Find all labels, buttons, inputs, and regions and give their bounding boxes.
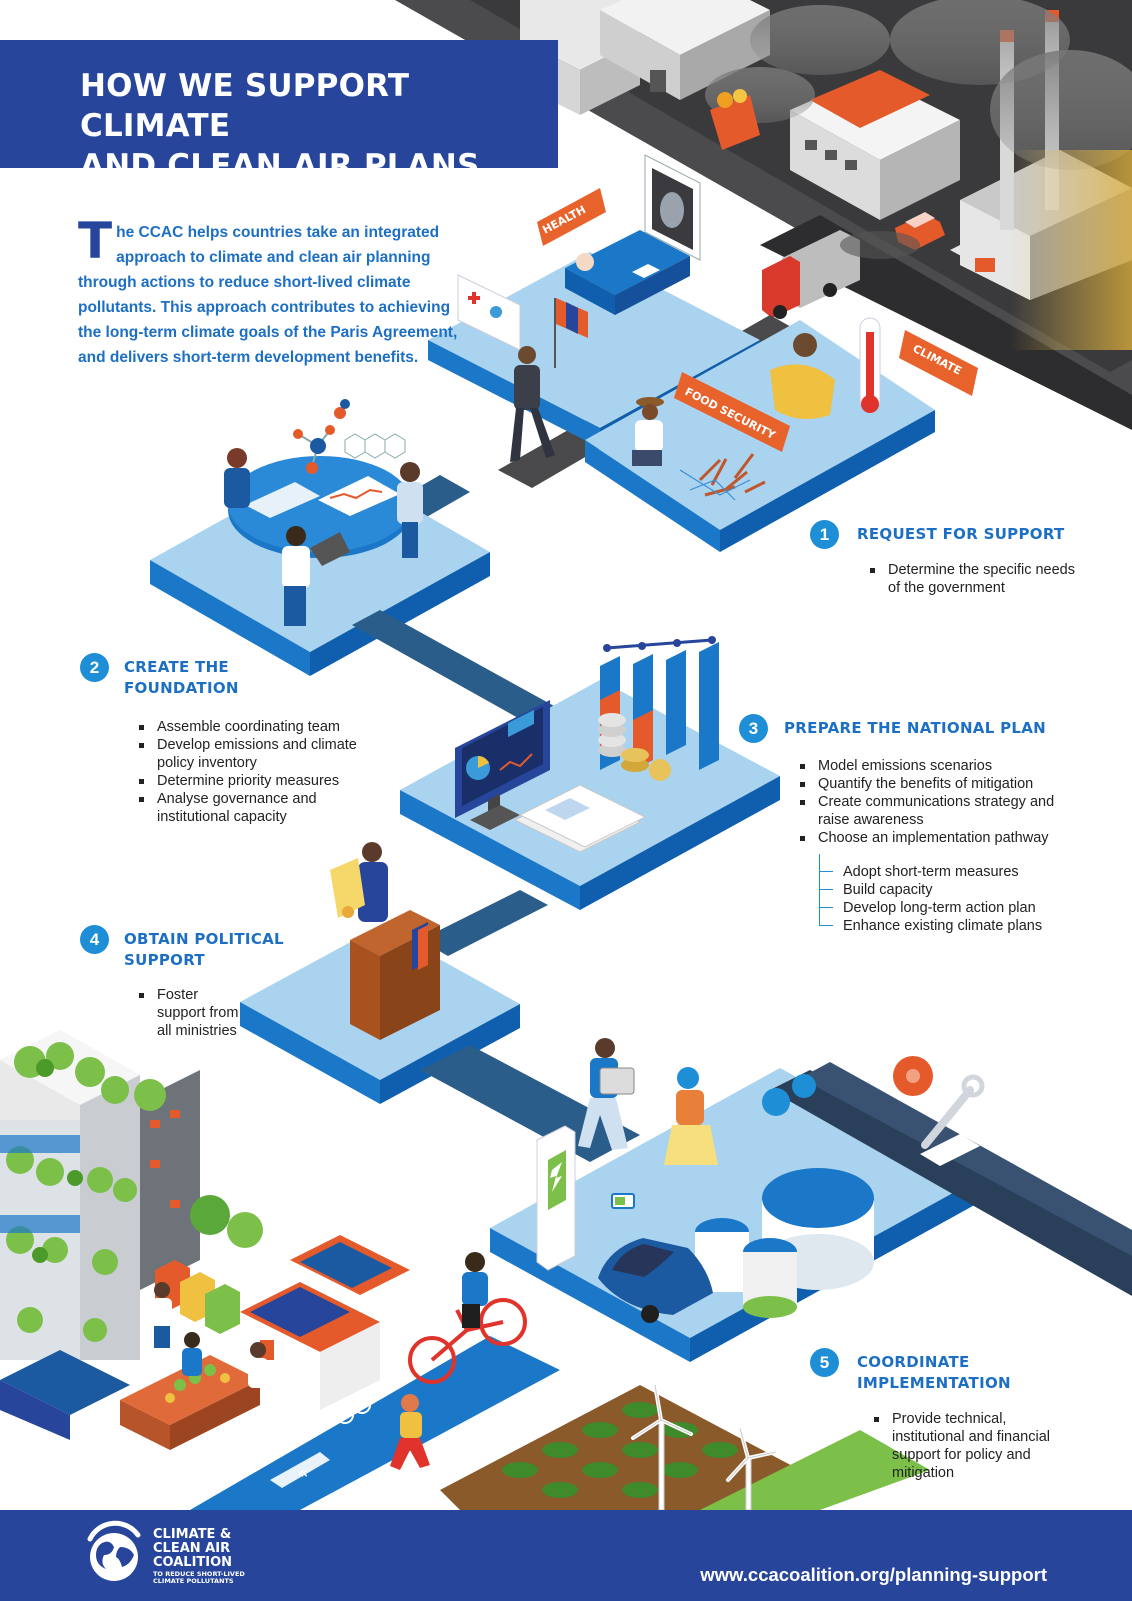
footer-bar [0, 1510, 1132, 1601]
logo-line1: CLIMATE & [153, 1527, 232, 1542]
step2-title: CREATE THE FOUNDATION [124, 657, 239, 699]
step3-sub-bullets: Adopt short-term measures Build capacity… [819, 854, 1042, 935]
step2-bullet: Analyse governance and institutional cap… [137, 790, 382, 826]
green-city [0, 1030, 263, 1360]
electric-car [598, 1238, 713, 1323]
step2-bullets: Assemble coordinating team Develop emiss… [137, 718, 382, 826]
red-truck [762, 230, 920, 319]
farmer-figure [632, 397, 664, 466]
minister-figure [510, 346, 555, 462]
step4-number-badge: 4 [80, 925, 109, 954]
step4-bullets: Foster support from all ministries [137, 986, 247, 1040]
step2-title-line1: CREATE THE [124, 658, 229, 676]
logo-tagline2: CLIMATE POLLUTANTS [153, 1577, 234, 1585]
step1-bullet: Determine the specific needs of the gove… [868, 561, 1078, 597]
ev-charger [536, 1125, 635, 1271]
step5-number-badge: 5 [810, 1348, 839, 1377]
step2-bullet: Develop emissions and climate policy inv… [137, 736, 382, 772]
reports-icon [513, 784, 647, 853]
step3-bullet: Quantify the benefits of mitigation [798, 775, 1073, 793]
bike-lane: « [190, 1336, 560, 1510]
wrench-icon [921, 1074, 985, 1149]
polluted-city [395, 0, 1132, 430]
step3-number-badge: 3 [739, 714, 768, 743]
logo-tagline1: TO REDUCE SHORT-LIVED [153, 1570, 245, 1578]
people-market [152, 1282, 268, 1388]
intro-text: he CCAC helps countries take an integrat… [78, 224, 458, 366]
step5-bullets: Provide technical, institutional and fin… [872, 1410, 1052, 1482]
runner-figure [390, 1394, 430, 1470]
hot-person-figure [770, 333, 835, 419]
burning-bin [710, 89, 760, 150]
health-sign [457, 274, 521, 351]
step5-title-line2: IMPLEMENTATION [857, 1374, 1011, 1392]
logo-line3: COALITION [153, 1555, 233, 1570]
bike-lane-arrows: « [298, 1463, 308, 1482]
step3-sub-bullet: Build capacity [819, 872, 1042, 899]
solar-house [240, 1235, 410, 1410]
podium-icon [350, 910, 440, 1040]
team-figures [224, 448, 423, 626]
monitor-icon [455, 700, 550, 830]
crop-field [440, 1385, 930, 1510]
globe-logo-icon [87, 1520, 141, 1581]
wind-turbine [631, 1383, 693, 1511]
step5-bullet: Provide technical, institutional and fin… [872, 1410, 1052, 1482]
step2-number-badge: 2 [80, 653, 109, 682]
step3-bullets: Model emissions scenarios Quantify the b… [798, 757, 1073, 847]
step4-title: OBTAIN POLITICAL SUPPORT [124, 929, 284, 971]
gear-icon [893, 1056, 933, 1096]
step3-bullet: Choose an implementation pathway [798, 829, 1073, 847]
step1-number-badge: 1 [810, 520, 839, 549]
xray-board [644, 154, 701, 261]
coins-icon [598, 713, 671, 781]
step3-title-line: PREPARE THE NATIONAL PLAN [784, 719, 1047, 737]
step2-bullet: Determine priority measures [137, 772, 382, 790]
step1-title-line: REQUEST FOR SUPPORT [857, 525, 1065, 543]
city-building [600, 0, 770, 100]
hospital-bed [565, 230, 690, 315]
step5-title-line1: COORDINATE [857, 1353, 970, 1371]
step2-bullet: Assemble coordinating team [137, 718, 382, 736]
step4-title-line2: SUPPORT [124, 951, 205, 969]
recycling-bins [155, 1260, 240, 1334]
page-title-line1: HOW WE SUPPORT CLIMATE [80, 68, 410, 144]
wind-turbine [726, 1426, 778, 1511]
intro-dropcap: T [78, 212, 113, 270]
step1-title: REQUEST FOR SUPPORT [857, 524, 1065, 545]
thermometer [859, 317, 881, 413]
step2-title-line2: FOUNDATION [124, 679, 239, 697]
step3-sub-bullet: Adopt short-term measures [819, 854, 1042, 881]
market-stall [0, 1350, 260, 1450]
step3-bullet: Create communications strategy and raise… [798, 793, 1073, 829]
dry-crops [698, 453, 766, 497]
storage-tanks [695, 1168, 874, 1318]
speaker-figure [330, 842, 388, 922]
planning-support-link[interactable]: www.ccacoalition.org/planning-support [700, 1564, 1047, 1585]
flag [554, 298, 588, 368]
step5-title: COORDINATE IMPLEMENTATION [857, 1352, 1011, 1394]
step3-sub-bullet: Enhance existing climate plans [819, 908, 1042, 935]
molecule-icon [293, 399, 406, 474]
city-building [790, 70, 960, 220]
step3-bullet: Model emissions scenarios [798, 757, 1073, 775]
step4-bullet: Foster support from all ministries [137, 986, 247, 1040]
coalition-logo-text: CLIMATE & CLEAN AIR COALITION TO REDUCE … [153, 1528, 245, 1585]
page-title-line2: AND CLEAN AIR PLANS [80, 148, 480, 184]
workers-figures [578, 1038, 718, 1165]
title-banner: HOW WE SUPPORT CLIMATE AND CLEAN AIR PLA… [0, 40, 558, 184]
health-tag: HEALTH [537, 188, 606, 246]
logo-line2: CLEAN AIR [153, 1541, 231, 1556]
cyclist-figure [408, 1252, 527, 1384]
step3-sub-bullet: Develop long-term action plan [819, 890, 1042, 917]
step1-bullets: Determine the specific needs of the gove… [868, 561, 1078, 597]
step3-title: PREPARE THE NATIONAL PLAN [784, 718, 1046, 739]
pipelines [762, 1062, 1132, 1296]
step4-title-line1: OBTAIN POLITICAL [124, 930, 284, 948]
